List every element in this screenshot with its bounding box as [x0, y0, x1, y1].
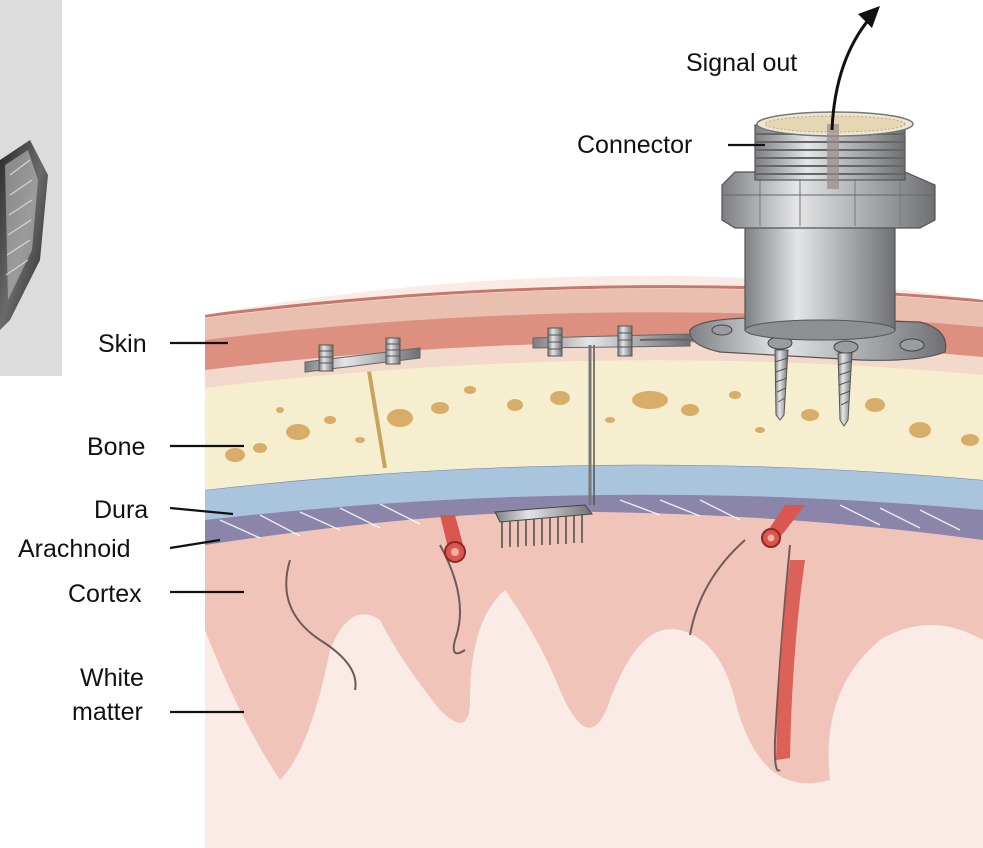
- label-dura: Dura: [94, 496, 148, 524]
- label-arachnoid: Arachnoid: [18, 535, 131, 563]
- label-white-matter-line1: White: [80, 664, 144, 692]
- label-cortex: Cortex: [68, 580, 142, 608]
- label-bone: Bone: [87, 433, 145, 461]
- label-connector: Connector: [577, 131, 692, 159]
- label-skin: Skin: [98, 330, 147, 358]
- label-white-matter-line2: matter: [72, 698, 143, 726]
- label-signal-out: Signal out: [686, 49, 797, 77]
- photo-of-electrode-array: [0, 0, 62, 376]
